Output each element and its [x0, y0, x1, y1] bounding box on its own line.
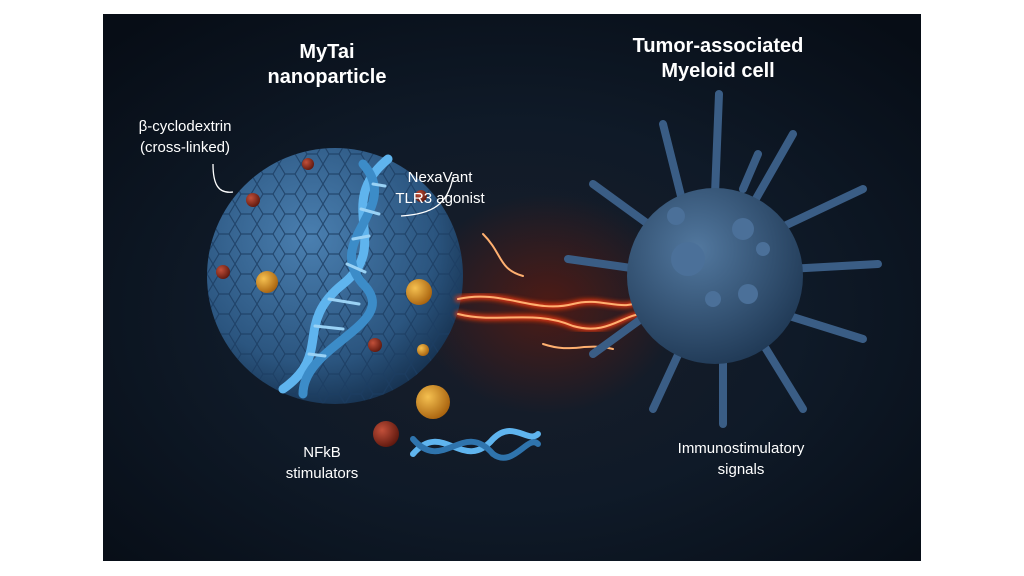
label-line: Immunostimulatory	[677, 440, 805, 457]
label-line: NFkB	[303, 444, 341, 461]
cyclodextrin-label: β-cyclodextrin (cross-linked)	[139, 116, 232, 158]
bead-orange	[406, 279, 432, 305]
nanoparticle-title: MyTai nanoparticle	[268, 40, 387, 90]
nfkb-bead-orange	[416, 385, 450, 419]
title-line: MyTai	[299, 41, 355, 63]
agonist-leader-line	[400, 176, 454, 217]
bead-orange	[256, 271, 278, 293]
bead-red	[302, 158, 314, 170]
signal-lightning	[455, 233, 646, 350]
label-line: β-cyclodextrin	[138, 118, 232, 135]
label-line: stimulators	[285, 465, 359, 482]
agonist-label: NexaVant TLR3 agonist	[395, 167, 484, 209]
illustration-canvas	[103, 14, 921, 561]
title-line: Myeloid cell	[661, 60, 775, 82]
bead-orange	[417, 344, 429, 356]
title-line: nanoparticle	[267, 66, 387, 88]
free-dna-icon	[410, 428, 541, 461]
nanoparticle	[207, 148, 463, 404]
nfkb-label: NFkB stimulators	[286, 442, 359, 484]
label-line: (cross-linked)	[139, 139, 231, 156]
title-line: Tumor-associated	[632, 35, 804, 57]
label-line: TLR3 agonist	[395, 190, 485, 207]
bead-red	[368, 338, 382, 352]
cyclodextrin-leader-line	[212, 163, 234, 193]
bead-red	[246, 193, 260, 207]
myeloid-cell	[564, 90, 882, 428]
cell-title: Tumor-associated Myeloid cell	[633, 34, 804, 84]
label-line: signals	[717, 461, 765, 478]
bead-red	[415, 190, 427, 202]
nfkb-bead-red	[373, 421, 399, 447]
dna-helix-icon	[278, 154, 393, 399]
signals-label: Immunostimulatory signals	[678, 438, 805, 480]
label-line: NexaVant	[407, 169, 473, 186]
bead-red	[216, 265, 230, 279]
illustration: MyTai nanoparticle Tumor-associated Myel…	[103, 14, 921, 561]
